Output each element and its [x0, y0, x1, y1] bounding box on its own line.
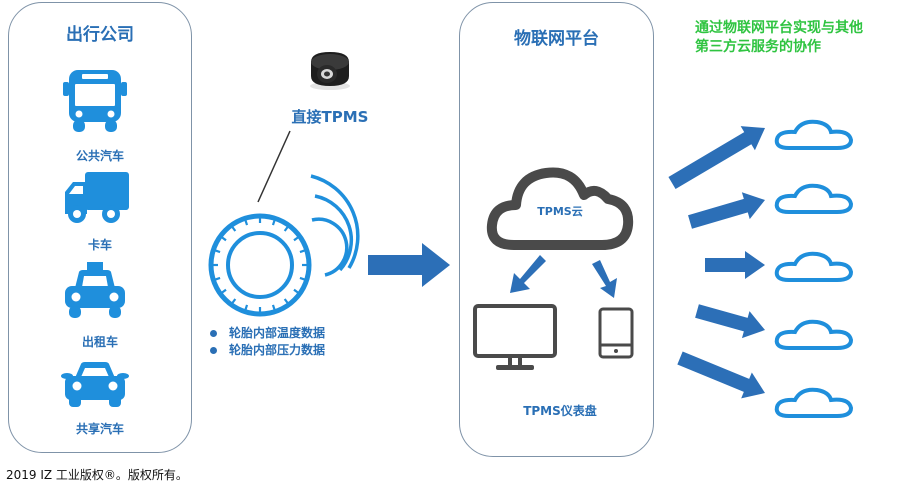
- bus-icon: [63, 70, 127, 132]
- tire-tooth: [271, 304, 276, 311]
- tire-tooth: [221, 236, 227, 242]
- tire-tooth: [293, 288, 299, 294]
- third-party-cloud-icon: [774, 251, 854, 282]
- third-party-cloud-icon: [774, 319, 854, 350]
- vehicle-label-shared-car: 共享汽车: [75, 422, 124, 436]
- taxi-icon: [65, 262, 125, 318]
- vehicle-label-taxi: 出租车: [81, 335, 118, 349]
- tpms-dashboard-label: TPMS仪表盘: [523, 404, 597, 418]
- sensor-data-item: 轮胎内部温度数据: [210, 325, 325, 342]
- tire-tooth: [221, 288, 227, 294]
- tire-tooth: [244, 304, 249, 311]
- tire-tooth: [231, 226, 237, 232]
- fanout-arrow-icon: [688, 192, 765, 229]
- mobile-phone-icon: [598, 307, 634, 359]
- wireless-signal-icon: [310, 174, 360, 277]
- fanout-arrow-icon: [677, 351, 765, 399]
- arrow-right-icon: [368, 243, 450, 287]
- mobility-panel-title: 出行公司: [66, 25, 134, 45]
- vehicle-label-bus: 公共汽车: [75, 149, 124, 163]
- direct-tpms-label: 直接TPMS: [291, 108, 369, 126]
- tire-tooth: [244, 219, 249, 226]
- tire-tooth: [214, 276, 221, 281]
- monitor-icon: [473, 304, 557, 370]
- sensor-data-item: 轮胎内部压力数据: [210, 342, 325, 359]
- bullet-icon: [210, 330, 217, 337]
- third-party-cloud-icon: [774, 183, 854, 214]
- fanout-arrow-icon: [668, 126, 765, 190]
- tire-tooth: [271, 219, 276, 226]
- tpms-cloud-label: TPMS云: [537, 205, 583, 218]
- third-party-cloud-icon: [774, 119, 854, 150]
- bullet-icon: [210, 347, 217, 354]
- tire-tooth: [299, 249, 306, 254]
- fanout-arrow-icon: [705, 251, 765, 279]
- tire-sensor-icon: [208, 213, 312, 317]
- tire-tooth: [283, 298, 289, 304]
- car-icon: [61, 362, 129, 407]
- fanout-arrow-icon: [695, 304, 765, 339]
- third-party-cloud-icon: [774, 387, 854, 418]
- tire-tooth: [231, 298, 237, 304]
- tpms-sensor-icon: [310, 52, 350, 90]
- vehicle-label-truck: 卡车: [87, 238, 112, 252]
- third-party-caption: 通过物联网平台实现与其他 第三方云服务的协作: [695, 20, 863, 55]
- tire-tooth: [214, 249, 221, 254]
- iot-panel-title: 物联网平台: [514, 29, 599, 49]
- copyright-footer: 2019 IZ 工业版权®。版权所有。: [6, 468, 188, 482]
- arrow-down-left-icon: [510, 255, 546, 293]
- tire-tooth: [299, 276, 306, 281]
- tire-tooth: [283, 226, 289, 232]
- tpms-cloud-icon: [486, 167, 634, 250]
- truck-icon: [65, 172, 129, 223]
- tire-tooth: [293, 236, 299, 242]
- arrow-down-right-icon: [592, 260, 617, 298]
- sensor-data-list: 轮胎内部温度数据 轮胎内部压力数据: [210, 325, 325, 359]
